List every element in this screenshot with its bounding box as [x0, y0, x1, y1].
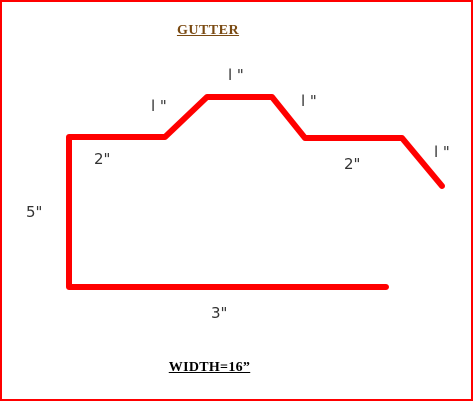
dimension-label-top: l "	[228, 66, 244, 84]
dimension-label-upper-right: 2"	[344, 155, 360, 173]
width-caption: WIDTH=16”	[168, 360, 251, 375]
dimension-label-left-wall: 5"	[26, 203, 42, 221]
dimension-label-bottom: 3"	[211, 304, 227, 322]
diagram-title: GUTTER	[176, 23, 240, 38]
dimension-label-upper-left: 2"	[94, 150, 110, 168]
dimension-label-right-slope: l "	[301, 92, 317, 110]
dimension-label-lip: l "	[434, 143, 450, 161]
gutter-profile-line	[66, 94, 445, 290]
dimension-label-left-slope: l "	[151, 97, 167, 115]
